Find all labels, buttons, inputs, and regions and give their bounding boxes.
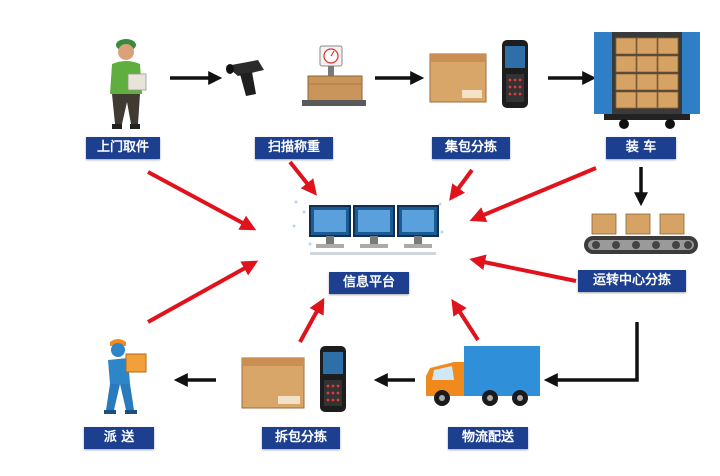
info-arrow-deliver <box>147 260 259 324</box>
box-and-handheld-terminal-icon <box>241 346 346 412</box>
platform-label: 信息平台 <box>329 272 409 294</box>
computer-monitors-icon <box>292 200 444 255</box>
courier-carrying-box-icon <box>104 339 147 414</box>
unpack-label: 拆包分拣 <box>262 427 340 449</box>
transit-label: 运转中心分拣 <box>578 270 686 292</box>
info-arrow-transit <box>469 254 577 283</box>
conveyor-belt-icon <box>584 213 698 254</box>
info-arrow-scan <box>288 160 317 196</box>
courier-holding-parcel-icon <box>110 39 147 129</box>
info-arrow-pickup <box>147 170 257 231</box>
info-arrow-logistics <box>451 298 480 342</box>
load-label: 装 车 <box>606 137 676 159</box>
barcode-scanner-and-scale-icon <box>226 45 366 106</box>
loaded-truck-container-icon <box>594 32 700 129</box>
info-arrow-load <box>469 166 597 223</box>
info-arrow-consolidate <box>449 168 474 201</box>
box-and-handheld-terminal-icon <box>429 40 528 108</box>
scan-label: 扫描称重 <box>255 137 333 159</box>
consolidate-label: 集包分拣 <box>432 137 510 159</box>
arrow-transit-to-logistics <box>543 322 639 387</box>
info-arrow-unpack <box>298 297 325 343</box>
pickup-label: 上门取件 <box>86 137 160 159</box>
delivery-truck-icon <box>426 346 540 406</box>
deliver-label: 派 送 <box>84 427 154 449</box>
logistics-label: 物流配送 <box>448 427 528 449</box>
